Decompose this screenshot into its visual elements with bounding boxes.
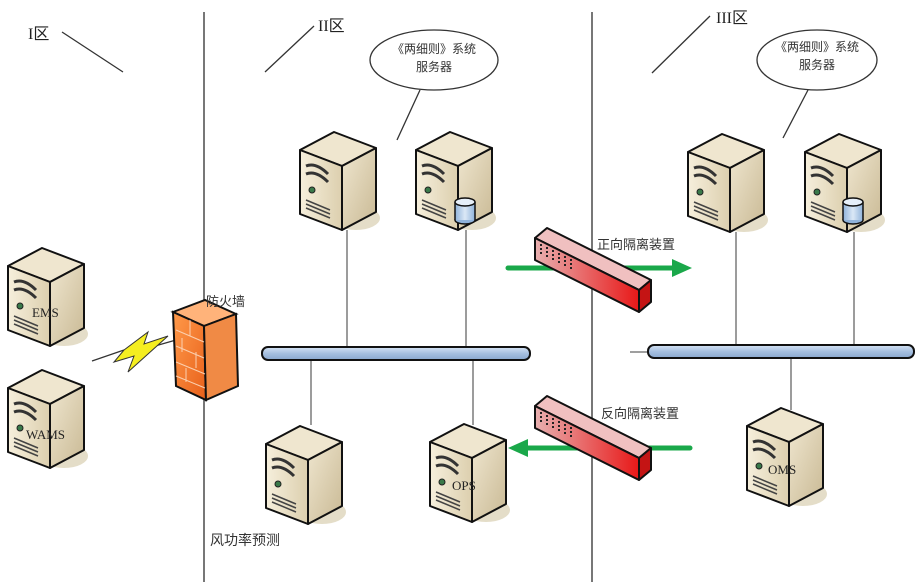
- zone3-callout-pointer: [782, 89, 809, 139]
- zone1-label: I区: [28, 26, 50, 43]
- wind-forecast-label: 风功率预测: [210, 533, 280, 549]
- zone3-leader: [651, 15, 711, 74]
- wams-server-icon: [6, 368, 90, 470]
- ops-label: OPS: [452, 478, 476, 493]
- zone3-callout-line2: 服务器: [798, 58, 835, 72]
- ops-server-icon: [428, 422, 512, 524]
- zone2-leader: [264, 25, 315, 73]
- firewall-label: 防火墙: [206, 295, 246, 310]
- zone3-network-bus: [647, 344, 915, 359]
- zone2-callout-line2: 服务器: [415, 60, 452, 74]
- zone3-callout-bubble: [756, 29, 878, 91]
- zone2-callout-bubble: [369, 29, 499, 91]
- wams-label: WAMS: [26, 427, 66, 442]
- forward-isolator-label: 正向隔离装置: [597, 238, 676, 253]
- zone3-callout-line1: 《两细则》系统: [774, 40, 859, 54]
- zone3-label: III区: [716, 10, 748, 27]
- reverse-isolator-label: 反向隔离装置: [601, 407, 680, 422]
- zone2-callout-pointer: [396, 89, 421, 141]
- zone2-network-bus: [261, 346, 531, 361]
- firewall-icon: [170, 298, 240, 402]
- wind-forecast-server-icon: [264, 424, 348, 526]
- zone1-leader: [61, 31, 124, 73]
- ems-label: EMS: [32, 305, 59, 320]
- zone2-database-icon: [454, 197, 476, 225]
- zone3-database-icon: [842, 197, 864, 225]
- link-lightning-icon: [91, 330, 177, 373]
- zone2-callout-line1: 《两细则》系统: [391, 42, 476, 56]
- zone2-server-icon: [298, 130, 382, 232]
- oms-server-icon: [745, 406, 829, 508]
- zone2-callout-text: 《两细则》系统 服务器: [369, 40, 499, 76]
- ems-server-icon: [6, 246, 90, 348]
- zone3-server-icon: [686, 132, 770, 234]
- zone3-callout-text: 《两细则》系统 服务器: [752, 38, 882, 74]
- oms-label: OMS: [768, 462, 797, 477]
- zone2-label: II区: [318, 18, 345, 35]
